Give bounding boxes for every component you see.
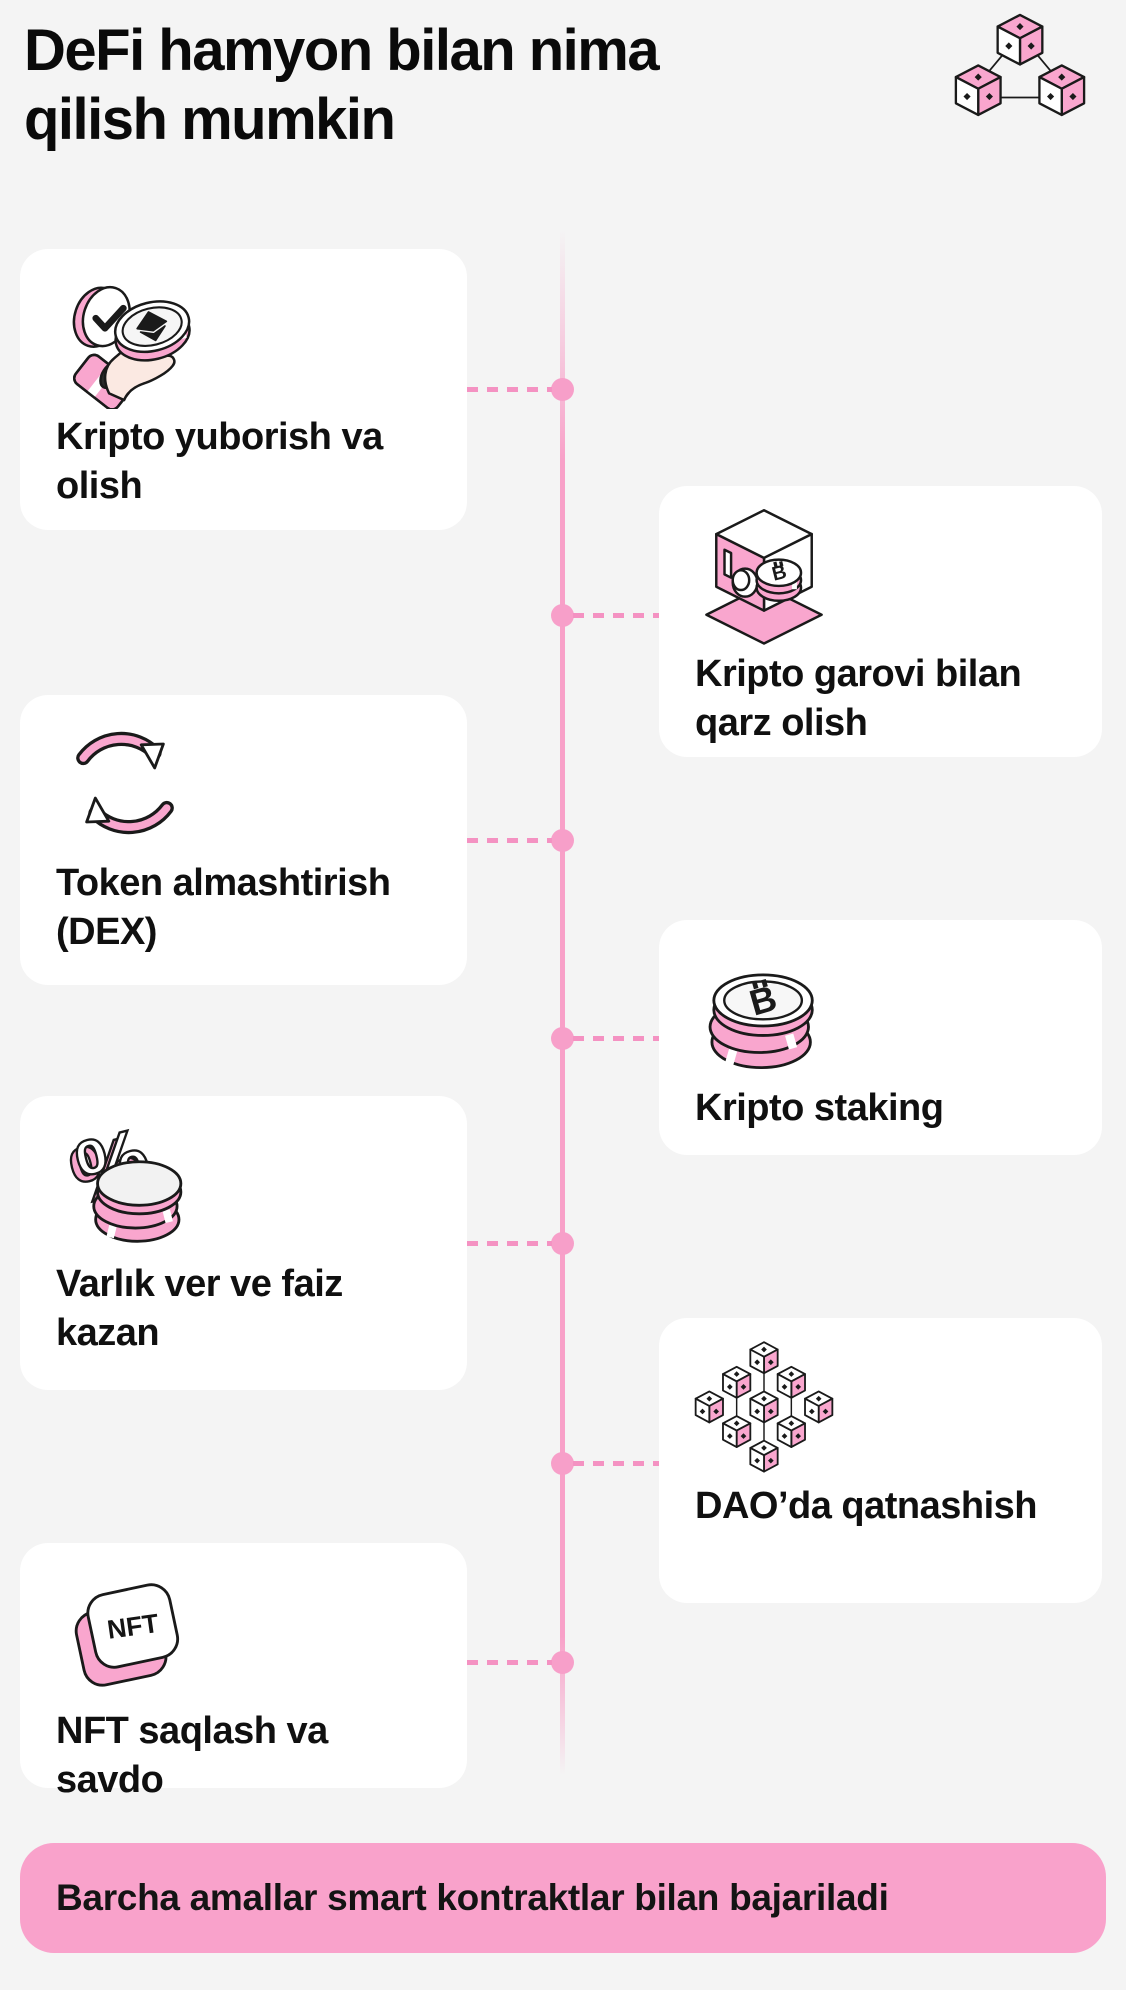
page-title: DeFi hamyon bilan nima qilish mumkin <box>24 18 660 152</box>
hand-coin-icon <box>54 265 196 411</box>
timeline-dot <box>551 604 574 627</box>
card-label-line: Kripto garovi bilan <box>695 653 1022 695</box>
card-label-line: DAO’da qatnashish <box>695 1485 1038 1527</box>
card-label-line: Kripto yuborish va <box>56 416 383 458</box>
card-label-line: kazan <box>56 1312 160 1354</box>
timeline-connector <box>467 1660 552 1665</box>
timeline-dot <box>551 1232 574 1255</box>
card-borrow: B Kripto garovi bilan qarz olish <box>659 486 1102 757</box>
timeline-dot <box>551 1027 574 1050</box>
card-dao: DAO’da qatnashish <box>659 1318 1102 1603</box>
smart-contract-banner: Barcha amallar smart kontraktlar bilan b… <box>20 1843 1106 1953</box>
card-label-line: savdo <box>56 1759 164 1801</box>
timeline-dot <box>551 378 574 401</box>
timeline-line <box>560 230 565 1775</box>
blockchain-cubes-icon <box>952 12 1088 122</box>
timeline-connector <box>467 838 552 843</box>
timeline-dot <box>551 1651 574 1674</box>
card-swap-dex: Token almashtirish (DEX) <box>20 695 467 985</box>
percent-coins-icon: % % <box>54 1109 196 1256</box>
timeline-connector <box>573 1461 659 1466</box>
bitcoin-stack-icon: B <box>693 936 835 1080</box>
card-label-line: Varlık ver ve faiz <box>56 1263 343 1305</box>
card-lend-earn: % % Varlık ver ve faiz kazan <box>20 1096 467 1390</box>
card-label-line: Token almashtirish <box>56 862 391 904</box>
timeline-dot <box>551 1452 574 1475</box>
nft-badge-icon: NFT <box>54 1559 196 1703</box>
timeline-connector <box>467 387 552 392</box>
svg-text:NFT: NFT <box>105 1608 160 1645</box>
card-label-line: (DEX) <box>56 911 157 953</box>
timeline-dot <box>551 829 574 852</box>
timeline-connector <box>573 613 659 618</box>
card-label-line: NFT saqlash va <box>56 1710 328 1752</box>
card-label-line: qarz olish <box>695 702 868 744</box>
swap-arrows-icon <box>54 711 196 855</box>
crypto-vault-icon: B <box>693 502 835 646</box>
banner-text: Barcha amallar smart kontraktlar bilan b… <box>56 1877 889 1918</box>
card-send-receive: Kripto yuborish va olish <box>20 249 467 530</box>
timeline-connector <box>467 1241 552 1246</box>
card-staking: B Kripto staking <box>659 920 1102 1155</box>
timeline-connector <box>573 1036 659 1041</box>
card-label-line: olish <box>56 465 143 507</box>
card-nft: NFT NFT saqlash va savdo <box>20 1543 467 1801</box>
card-label-line: Kripto staking <box>695 1087 944 1129</box>
dao-cubes-icon <box>693 1334 835 1478</box>
